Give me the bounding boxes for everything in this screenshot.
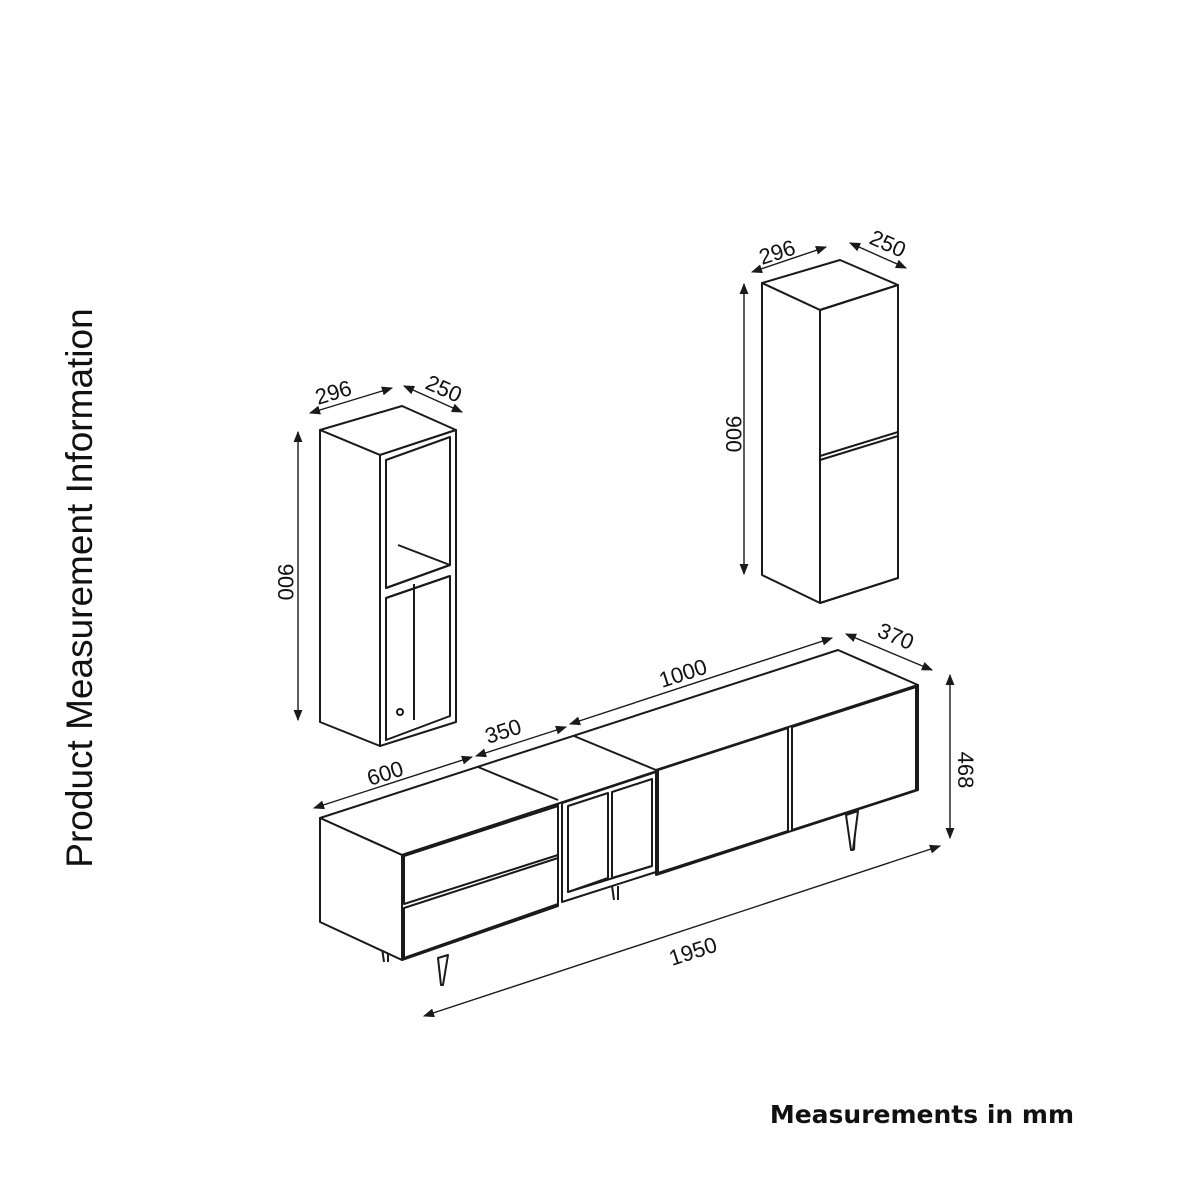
open-wall-shelf (319, 405, 457, 747)
dim-line-width (308, 386, 394, 415)
dim-line-depth (844, 633, 934, 671)
dim-line-door-section (568, 636, 834, 726)
cabinet-side-panel (761, 282, 821, 604)
dim-label-depth: 250 (422, 370, 466, 408)
dim-line-drawer-section (312, 755, 474, 810)
dim-label-open-section: 350 (482, 714, 525, 749)
shelf-divider (385, 564, 451, 589)
dim-label-height: 900 (721, 416, 746, 453)
dim-label-height: 468 (953, 752, 978, 789)
dim-label-depth: 370 (874, 618, 918, 655)
dim-line-total-length (422, 844, 942, 1018)
cabinet-lower-door (819, 435, 899, 604)
shelf-side-panel (319, 429, 381, 747)
dim-label-total-length: 1950 (666, 932, 720, 971)
leg-middle (611, 885, 615, 901)
units-note: Measurements in mm (769, 1100, 1074, 1129)
door-right (791, 686, 917, 831)
dim-label-width: 296 (312, 375, 354, 410)
top-seam-1 (477, 766, 559, 801)
dim-label-depth: 250 (866, 225, 910, 263)
shelf-hanger-hole (396, 708, 404, 716)
dim-line-open-section (474, 725, 568, 758)
shelf-divider-edge (385, 575, 451, 599)
wall-cabinet (761, 259, 899, 604)
shelf-back-line (397, 544, 451, 566)
dim-label-height: 900 (273, 564, 298, 601)
dim-label-width: 296 (756, 235, 799, 270)
dim-line-depth (848, 242, 908, 269)
top-seam-2 (573, 735, 657, 771)
dim-line-width (750, 245, 828, 274)
door-left (657, 727, 789, 874)
leg-front-left (437, 954, 449, 986)
dim-line-depth (402, 385, 464, 413)
leg-front-right (845, 810, 859, 851)
dim-label-drawer-section: 600 (364, 756, 407, 791)
cabinet-upper-door (819, 284, 899, 457)
